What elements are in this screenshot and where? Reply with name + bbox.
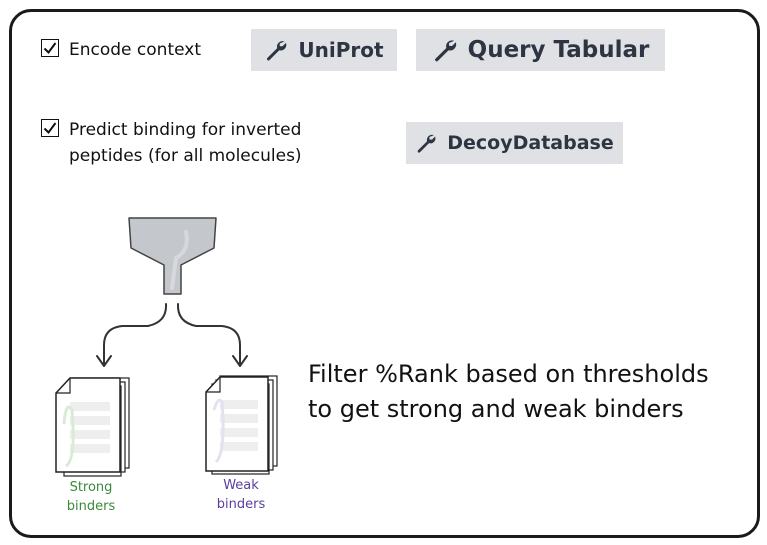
right-arrow — [176, 303, 248, 367]
decoy-database-label: DecoyDatabase — [447, 132, 614, 154]
strong-binders-label-line-2: binders — [66, 499, 116, 514]
inverted-peptides-option[interactable]: Predict binding for inverted peptides (f… — [41, 117, 302, 169]
left-arrow — [96, 303, 168, 367]
query-tabular-label: Query Tabular — [467, 37, 650, 63]
strong-binders-label-line-1: Strong — [69, 480, 113, 495]
encode-context-label: Encode context — [69, 40, 201, 60]
decoy-database-tool-button[interactable]: DecoyDatabase — [406, 122, 623, 164]
encode-context-option[interactable]: Encode context — [41, 37, 201, 63]
inverted-peptides-label-line-1: Predict binding for inverted — [69, 120, 302, 140]
wrench-icon — [267, 41, 287, 61]
strong-binders-label: Strong binders — [55, 478, 127, 516]
filter-description-line-2: to get strong and weak binders — [308, 395, 684, 423]
checkmark-icon — [43, 42, 57, 55]
inverted-peptides-label-line-2: peptides (for all molecules) — [69, 146, 302, 166]
inverted-peptides-label: Predict binding for inverted peptides (f… — [69, 117, 302, 169]
diagram-panel — [9, 9, 760, 538]
weak-binders-label: Weak binders — [205, 476, 277, 514]
weak-binders-label-line-1: Weak — [223, 478, 259, 493]
filter-description: Filter %Rank based on thresholds to get … — [308, 357, 709, 427]
strong-binders-document-icon — [55, 377, 130, 477]
uniprot-tool-button[interactable]: UniProt — [251, 29, 397, 71]
query-tabular-tool-button[interactable]: Query Tabular — [416, 29, 665, 71]
inverted-peptides-checkbox[interactable] — [41, 119, 59, 137]
wrench-icon — [434, 40, 456, 62]
checkmark-icon — [43, 122, 57, 135]
weak-binders-label-line-2: binders — [216, 497, 266, 512]
wrench-icon — [417, 134, 436, 153]
uniprot-label: UniProt — [298, 38, 384, 62]
weak-binders-document-icon — [205, 375, 278, 475]
funnel-icon — [128, 217, 217, 295]
encode-context-checkbox[interactable] — [41, 39, 59, 57]
filter-description-line-1: Filter %Rank based on thresholds — [308, 360, 709, 388]
